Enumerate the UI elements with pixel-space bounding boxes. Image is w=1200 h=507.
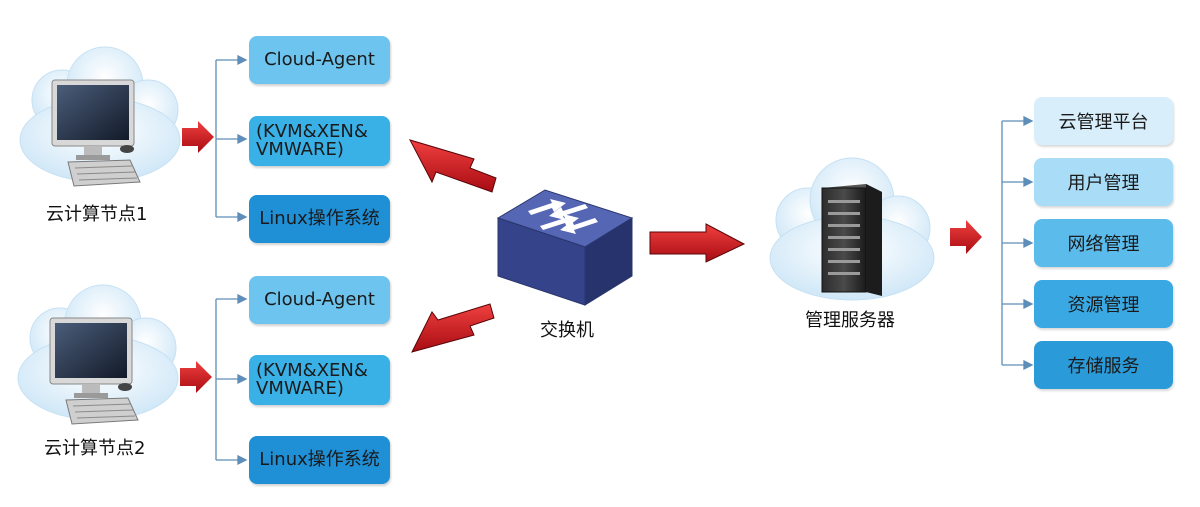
- node-1-label: 云计算节点1: [46, 204, 148, 225]
- computer-node-2-icon: [49, 317, 139, 425]
- service-cloud-platform: 云管理平台: [1034, 97, 1173, 145]
- node-1-module-cloud-agent: Cloud-Agent: [249, 36, 390, 84]
- node-1-connector-icon: [215, 54, 248, 223]
- node-2-connector-icon: [215, 293, 248, 466]
- node-2-label: 云计算节点2: [44, 438, 146, 459]
- node-2-module-hypervisor: (KVM&XEN& VMWARE): [249, 355, 390, 405]
- server-label: 管理服务器: [805, 310, 895, 331]
- node-2-arrow-icon: [180, 361, 212, 393]
- node-2-module-cloud-agent: Cloud-Agent: [249, 276, 390, 324]
- service-resource-management: 资源管理: [1034, 280, 1173, 328]
- switch-to-node-2-arrow-icon: [411, 303, 495, 353]
- node-1-module-os: Linux操作系统: [249, 195, 390, 243]
- switch-label: 交换机: [540, 320, 594, 341]
- service-user-management: 用户管理: [1034, 158, 1173, 206]
- switch-to-server-arrow-icon: [649, 223, 746, 263]
- services-connector-icon: [1001, 115, 1034, 371]
- service-storage: 存储服务: [1034, 341, 1173, 389]
- server-to-services-arrow-icon: [950, 220, 982, 254]
- node-2-module-os: Linux操作系统: [249, 436, 390, 484]
- server-rack-icon: [821, 184, 882, 296]
- switch-to-node-1-arrow-icon: [409, 139, 497, 193]
- computer-node-1-icon: [51, 79, 141, 187]
- node-1-module-hypervisor: (KVM&XEN& VMWARE): [249, 116, 390, 166]
- service-network-management: 网络管理: [1034, 219, 1173, 267]
- network-switch-icon: [496, 189, 634, 306]
- node-1-arrow-icon: [182, 121, 214, 153]
